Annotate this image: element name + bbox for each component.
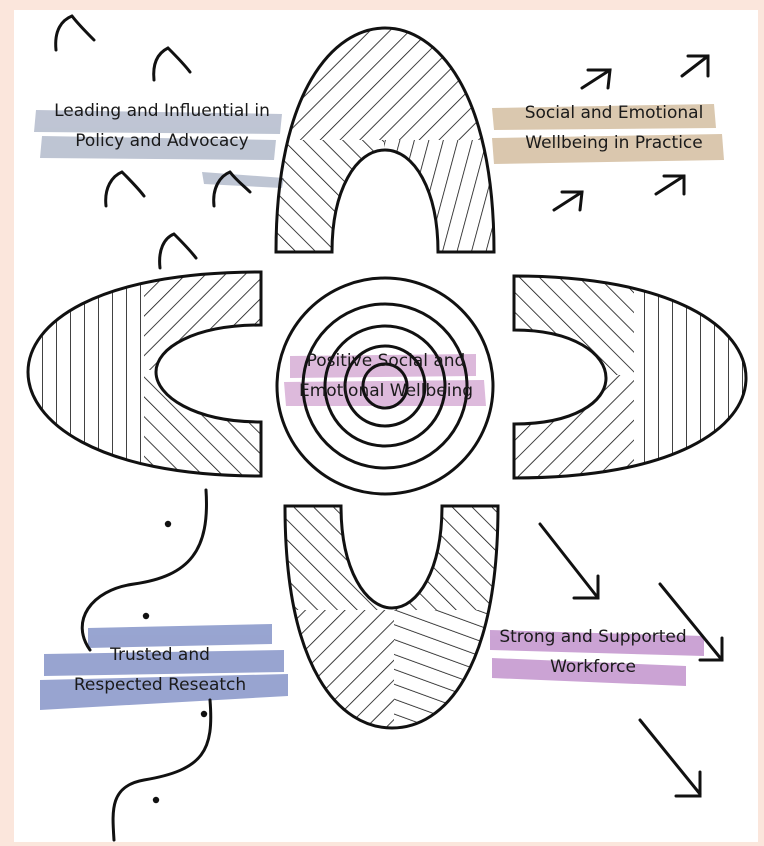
label-line: Strong and Supported — [480, 622, 706, 652]
left-arch-shape — [14, 260, 274, 490]
diagram-canvas: Leading and Influential in Policy and Ad… — [14, 10, 758, 842]
label-line: Respected Reseatch — [50, 670, 270, 700]
label-line: Leading and Influential in — [28, 96, 296, 126]
label-social-emotional-practice: Social and Emotional Wellbeing in Practi… — [496, 98, 732, 158]
label-line: Wellbeing in Practice — [496, 128, 732, 158]
label-trusted-research: Trusted and Respected Reseatch — [50, 640, 270, 700]
label-line: Social and Emotional — [496, 98, 732, 128]
right-arch-shape — [504, 265, 754, 490]
top-arch-shape — [264, 10, 504, 260]
label-strong-workforce: Strong and Supported Workforce — [480, 622, 706, 682]
label-line: Positive Social and — [276, 346, 496, 376]
label-line: Trusted and — [50, 640, 270, 670]
label-leading-influential: Leading and Influential in Policy and Ad… — [28, 96, 296, 156]
label-line: Emotional Wellbeing — [276, 376, 496, 406]
bottom-arch-shape — [274, 500, 514, 740]
label-line: Policy and Advocacy — [28, 126, 296, 156]
label-line: Workforce — [480, 652, 706, 682]
label-positive-wellbeing: Positive Social and Emotional Wellbeing — [276, 346, 496, 406]
